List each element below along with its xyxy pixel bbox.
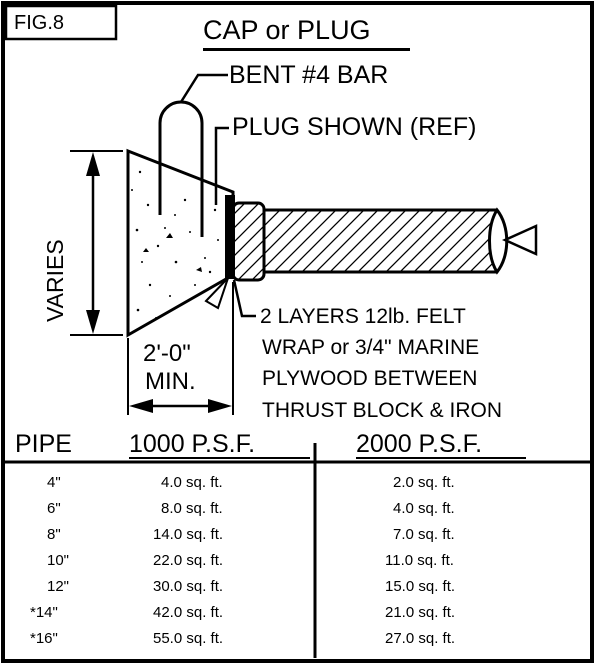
figure-title: CAP or PLUG <box>203 15 371 45</box>
table-header-1000: 1000 P.S.F. <box>129 430 256 458</box>
dimension-value: 2'-0" <box>143 340 191 367</box>
header-2000-underline <box>356 457 526 459</box>
title-underline <box>203 48 410 51</box>
plug-flange <box>231 201 266 282</box>
fig-tag-box <box>4 4 118 41</box>
felt-leader <box>232 279 256 318</box>
area-1000-cell: 8.0 sq. ft. <box>161 500 223 517</box>
pipe-size-cell: 6" <box>47 500 61 517</box>
pipe-break-end <box>488 207 509 275</box>
felt-note-line1: 2 LAYERS 12lb. FELT <box>260 305 466 328</box>
concrete-stipple <box>131 170 219 319</box>
area-2000-cell: 27.0 sq. ft. <box>385 630 456 647</box>
area-2000-cell: 15.0 sq. ft. <box>385 578 456 595</box>
area-1000-cell: 42.0 sq. ft. <box>153 604 224 621</box>
pipe-size-cell: 8" <box>47 526 61 543</box>
pipe-size-cell: 10" <box>47 552 70 569</box>
area-1000-cell: 30.0 sq. ft. <box>153 578 224 595</box>
dimension-min-label: MIN. <box>145 368 196 395</box>
plug-leader <box>214 126 229 205</box>
header-1000-underline <box>129 457 310 459</box>
area-2000-cell: 7.0 sq. ft. <box>393 526 455 543</box>
pipe-size-cell: *14" <box>30 604 58 621</box>
plug-label: PLUG SHOWN (REF) <box>232 113 477 141</box>
area-2000-cell: 21.0 sq. ft. <box>385 604 456 621</box>
bent-bar-label: BENT #4 BAR <box>229 61 389 89</box>
figure-tag: FIG.8 <box>14 12 65 34</box>
pipe-size-cell: *16" <box>30 630 58 647</box>
table-header-2000: 2000 P.S.F. <box>356 430 483 458</box>
bent-bar-leader <box>179 73 228 103</box>
pipe-body <box>264 210 497 272</box>
table-header-pipe: PIPE <box>15 430 72 458</box>
pipe-size-cell: 4" <box>47 474 61 491</box>
area-1000-cell: 55.0 sq. ft. <box>153 630 224 647</box>
area-1000-cell: 22.0 sq. ft. <box>153 552 224 569</box>
area-2000-cell: 2.0 sq. ft. <box>393 474 455 491</box>
area-2000-cell: 4.0 sq. ft. <box>393 500 455 517</box>
area-2000-cell: 11.0 sq. ft. <box>385 552 454 569</box>
felt-note-line2: WRAP or 3/4" MARINE <box>262 336 480 359</box>
felt-note-line3: PLYWOOD BETWEEN <box>262 367 478 390</box>
min-dim-ticks <box>127 282 234 415</box>
varies-dim-ticks <box>70 150 123 336</box>
felt-note-line4: THRUST BLOCK & IRON <box>262 399 502 422</box>
varies-label: VARIES <box>42 239 68 322</box>
flow-arrow <box>501 224 538 256</box>
area-1000-cell: 14.0 sq. ft. <box>153 526 224 543</box>
pipe-size-cell: 12" <box>47 578 70 595</box>
area-1000-cell: 4.0 sq. ft. <box>161 474 223 491</box>
felt-layer <box>225 195 235 279</box>
